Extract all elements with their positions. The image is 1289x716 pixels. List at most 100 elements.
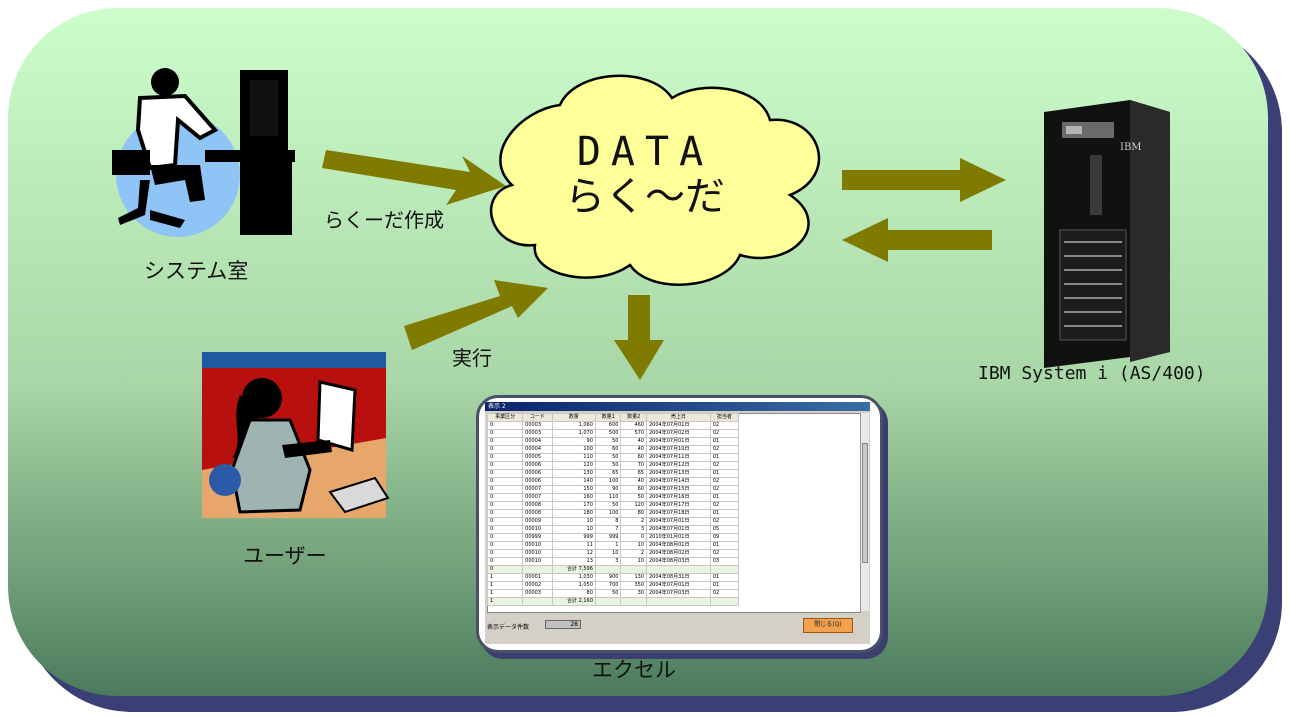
excel-scroll-thumb[interactable] — [862, 443, 868, 563]
excel-header-cell: 数量2 — [620, 413, 647, 422]
excel-header-cell: 売上日 — [646, 413, 711, 422]
excel-cell: 02 — [709, 517, 740, 526]
excel-cell: 合計 7,596 — [551, 565, 596, 574]
excel-cell: 50 — [594, 437, 622, 446]
arrow-from-server — [842, 218, 992, 262]
excel-cell: 1,060 — [551, 421, 596, 430]
excel-cell: 80 — [620, 509, 647, 518]
excel-cell: 90 — [594, 485, 622, 494]
excel-cell: 2004年07月01日 — [646, 437, 711, 446]
excel-cell: 2010年01月01日 — [646, 533, 711, 542]
excel-header-cell: 事業区分 — [486, 413, 524, 422]
excel-cell — [646, 565, 711, 574]
excel-cell: 0 — [486, 493, 524, 502]
excel-cell: 01 — [709, 437, 740, 446]
excel-cell: 02 — [709, 477, 740, 486]
excel-cell: 160 — [551, 493, 596, 502]
excel-cell: 10 — [551, 525, 596, 534]
excel-cell: 02 — [709, 461, 740, 470]
excel-cell: 100 — [551, 445, 596, 454]
excel-cell: 00004 — [522, 445, 553, 454]
excel-cell: 01 — [709, 581, 740, 590]
excel-cell: 2004年07月03日 — [646, 589, 711, 598]
excel-cell: 00010 — [522, 557, 553, 566]
excel-cell: 2004年08月31日 — [646, 573, 711, 582]
excel-cell: 130 — [551, 469, 596, 478]
label-server: IBM System i (AS/400) — [978, 363, 1206, 384]
excel-cell — [594, 597, 622, 606]
excel-cell: 01 — [709, 493, 740, 502]
excel-cell: 65 — [620, 469, 647, 478]
excel-cell: 10 — [620, 541, 647, 550]
excel-cell: 10 — [551, 517, 596, 526]
excel-cell: 500 — [594, 429, 622, 438]
excel-cell: 00001 — [522, 573, 553, 582]
excel-cell: 2004年07月01日 — [646, 525, 711, 534]
excel-cell: 2004年07月01日 — [646, 421, 711, 430]
excel-cell: 30 — [620, 589, 647, 598]
excel-cell: 00010 — [522, 525, 553, 534]
excel-cell: 110 — [594, 493, 622, 502]
excel-cell: 02 — [709, 589, 740, 598]
excel-cell: 01 — [709, 573, 740, 582]
excel-cell: 00010 — [522, 549, 553, 558]
excel-cell — [620, 597, 647, 606]
excel-cell: 2 — [620, 549, 647, 558]
excel-header-cell: 数量 — [551, 413, 596, 422]
excel-cell: 1 — [486, 589, 524, 598]
excel-cell: 700 — [594, 581, 622, 590]
excel-cell: 00006 — [522, 461, 553, 470]
excel-cell: 60 — [620, 485, 647, 494]
excel-cell: 40 — [620, 445, 647, 454]
excel-header-cell: 担当者 — [709, 413, 740, 422]
excel-cell: 0 — [486, 437, 524, 446]
excel-cell: 1 — [486, 581, 524, 590]
excel-cell: 10 — [594, 549, 622, 558]
excel-cell: 00009 — [522, 517, 553, 526]
excel-cell: 00003 — [522, 429, 553, 438]
excel-cell: 0 — [486, 485, 524, 494]
excel-cell: 8 — [594, 517, 622, 526]
server-icon: IBM — [1044, 100, 1170, 368]
excel-count-value: 28 — [545, 620, 581, 629]
excel-cell: 05 — [709, 525, 740, 534]
excel-close-button[interactable]: 閉じる(Q) — [803, 618, 853, 633]
excel-cell: 0 — [486, 421, 524, 430]
excel-cell: 2004年07月16日 — [646, 493, 711, 502]
excel-cell: 7 — [594, 525, 622, 534]
excel-cell: 40 — [620, 437, 647, 446]
excel-scrollbar[interactable] — [860, 413, 869, 611]
excel-header-cell: 数量1 — [594, 413, 622, 422]
excel-cell: 01 — [709, 453, 740, 462]
excel-cell — [709, 597, 740, 606]
excel-cell: 2004年07月11日 — [646, 453, 711, 462]
excel-cell: 合計 2,160 — [551, 597, 596, 606]
excel-cell: 2004年07月15日 — [646, 485, 711, 494]
excel-cell: 50 — [620, 493, 647, 502]
excel-count-label: 表示データ件数 — [487, 624, 530, 631]
arrow-execute — [404, 280, 548, 350]
excel-cell: 00007 — [522, 493, 553, 502]
excel-cell: 01 — [709, 509, 740, 518]
excel-cell: 50 — [594, 589, 622, 598]
excel-header-cell: コード — [522, 413, 553, 422]
excel-cell: 02 — [709, 485, 740, 494]
excel-cell: 09 — [709, 533, 740, 542]
excel-cell: 120 — [620, 501, 647, 510]
excel-cell: 2004年07月01日 — [646, 581, 711, 590]
